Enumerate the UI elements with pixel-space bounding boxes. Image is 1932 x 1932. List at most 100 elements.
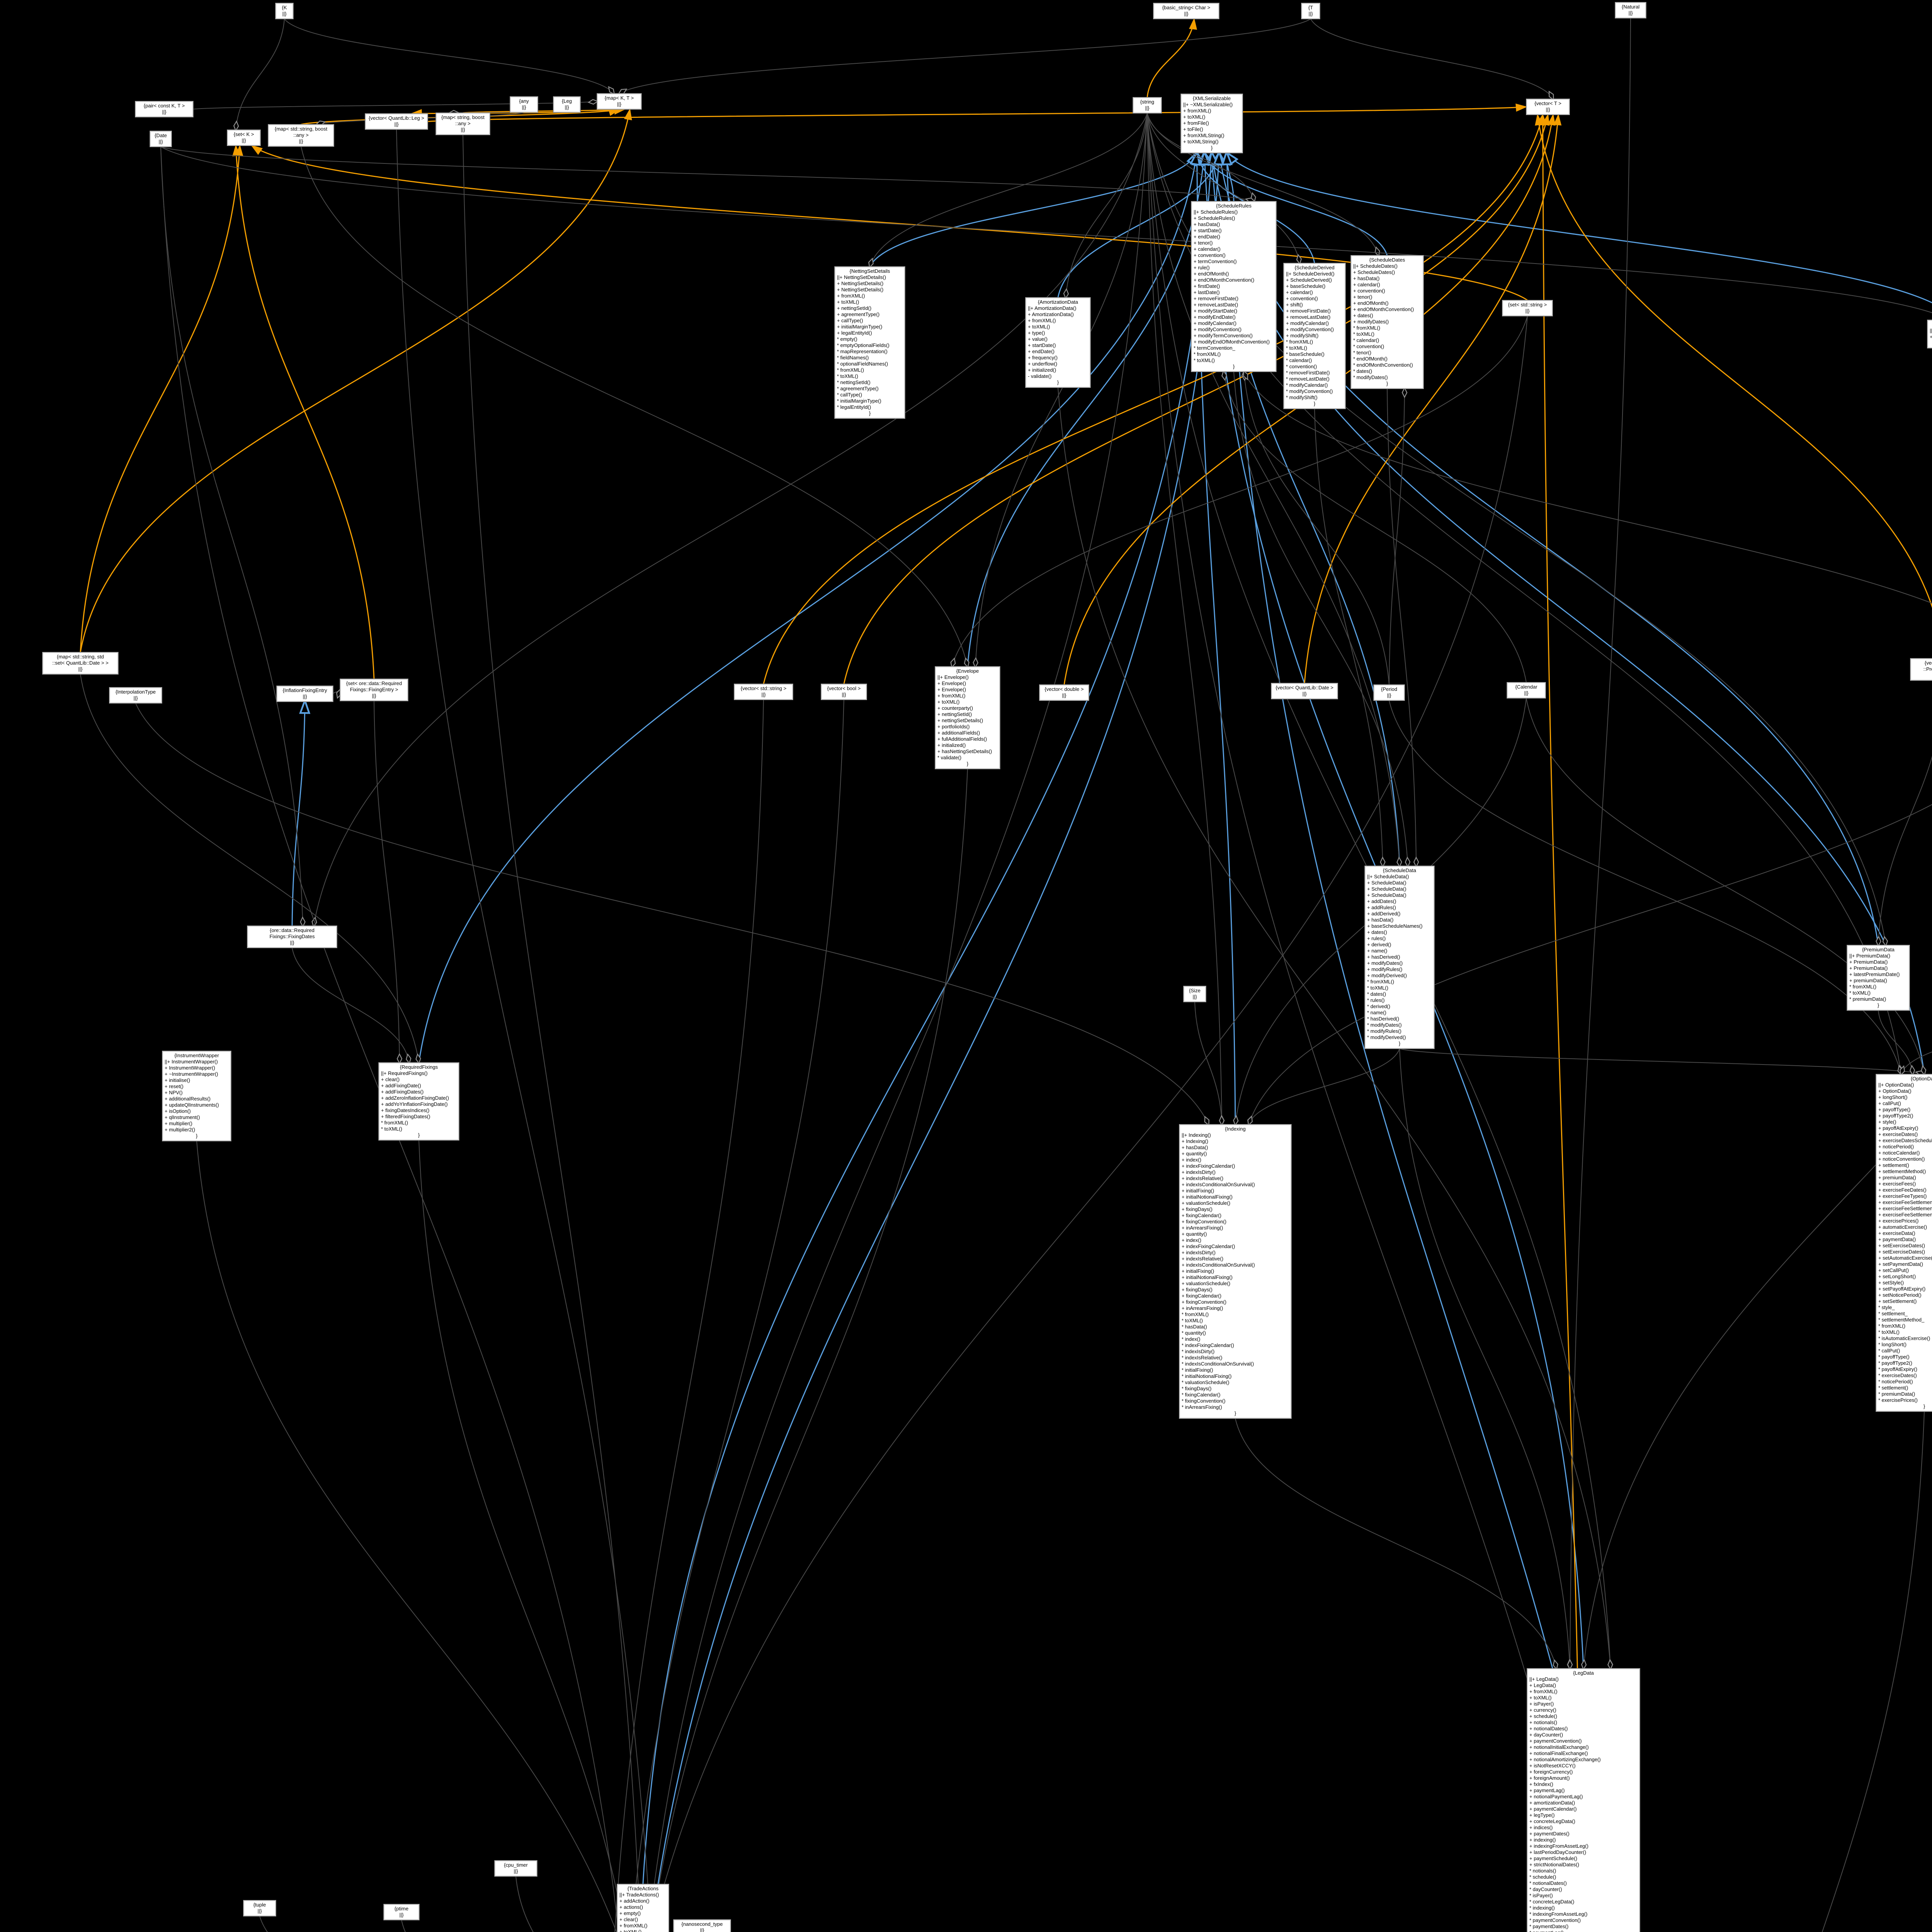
class-member: + notionals() xyxy=(1529,1719,1557,1725)
class-member: + currency() xyxy=(1529,1707,1556,1713)
class-node-mapKT[interactable]: {map< K, T >||} xyxy=(597,94,641,109)
class-node-mapStrAny[interactable]: {map< string, boost::any >||} xyxy=(436,113,490,135)
class-node-scheduleData[interactable]: {ScheduleData||+ ScheduleData()+ Schedul… xyxy=(1365,866,1434,1049)
class-member: + endDate() xyxy=(1028,349,1055,354)
class-node-premiumData[interactable]: {PremiumData||+ PremiumData()+ PremiumDa… xyxy=(1847,945,1910,1010)
class-node-basicString[interactable]: {basic_string< Char >||} xyxy=(1153,3,1219,19)
class-node-calendar[interactable]: {Calendar||} xyxy=(1507,682,1546,698)
class-node-vectorString[interactable]: {vector< std::string >||} xyxy=(734,684,793,700)
class-member: + baseScheduleNames() xyxy=(1367,923,1423,929)
class-member: + filteredFixingDates() xyxy=(381,1114,430,1119)
class-node-tradeActions[interactable]: {TradeActions||+ TradeActions()+ addActi… xyxy=(617,1884,669,1932)
class-node-period[interactable]: {Period||} xyxy=(1374,685,1405,701)
class-node-tupleBox[interactable]: {tuple||} xyxy=(243,1900,276,1916)
class-node-ptime[interactable]: {ptime||} xyxy=(384,1904,419,1920)
class-member: * paymentLag() xyxy=(1529,1930,1638,1932)
class-node-vectorT[interactable]: {vector< T >||} xyxy=(1526,99,1570,115)
class-node-any[interactable]: {any||} xyxy=(510,97,538,112)
class-node-nsd[interactable]: {NettingSetDetails||+ NettingSetDetails(… xyxy=(835,267,905,418)
class-node-xmlSer[interactable]: {XMLSerializable||+ ~XMLSerializable()+ … xyxy=(1181,94,1243,153)
class-member: + fixingConvention() xyxy=(1182,1219,1226,1225)
class-member: + hasData() xyxy=(1194,221,1220,227)
class-member: ||} xyxy=(1525,308,1530,314)
class-node-title: {basic_string< Char > xyxy=(1162,5,1211,10)
class-node-pairKT[interactable]: {pair< const K, T >||} xyxy=(135,101,193,117)
class-node-vectorBool[interactable]: {vector< bool >||} xyxy=(821,684,867,700)
edge-vecQlLeg-trade xyxy=(396,129,651,1932)
class-member: + noticePeriod() xyxy=(1878,1144,1914,1150)
class-member: ||+ AmortizationData() xyxy=(1028,305,1077,311)
class-node-legData[interactable]: {LegData||+ LegData()+ LegData()+ fromXM… xyxy=(1527,1668,1640,1932)
class-node-leg[interactable]: {Leg||} xyxy=(553,97,580,112)
class-node-envelope[interactable]: {Envelope||+ Envelope()+ Envelope()+ Env… xyxy=(935,667,1000,769)
class-node-vectorDouble[interactable]: {vector< double >||} xyxy=(1039,685,1089,701)
class-node-amort[interactable]: {AmortizationData||+ AmortizationData()+… xyxy=(1026,298,1090,388)
class-node-title: {Leg xyxy=(561,98,572,104)
class-node-interpolationType[interactable]: {InterpolationType||} xyxy=(109,687,162,703)
class-member: ||+ TradeActions() xyxy=(619,1892,659,1898)
class-member: * fixingDays() xyxy=(1182,1386,1212,1391)
edge-mapStrAny-trade xyxy=(463,134,641,1932)
class-node-size[interactable]: {Size||} xyxy=(1184,986,1206,1002)
class-node-setK[interactable]: {set< K >||} xyxy=(227,130,260,146)
class-node-indexing[interactable]: {Indexing||+ Indexing()+ Indexing()+ has… xyxy=(1179,1124,1291,1418)
class-member: + rules() xyxy=(1367,935,1386,941)
class-node-string[interactable]: {string||} xyxy=(1133,97,1162,113)
class-member: + noticeConvention() xyxy=(1878,1156,1925,1162)
class-member: + ScheduleDerived() xyxy=(1286,277,1332,283)
class-node-optionData[interactable]: {OptionData||+ OptionData()+ OptionData(… xyxy=(1876,1074,1932,1412)
class-node-title: {set< K > xyxy=(233,131,254,137)
class-member: + dayCounter() xyxy=(1529,1732,1563,1738)
edge-vectorQlDate-vectorT xyxy=(1304,114,1562,684)
edge-t-mapKT xyxy=(619,19,1311,94)
class-node-vectorPremiumDatum[interactable]: {vector< ore::data::PremiumDatum >||} xyxy=(1910,658,1932,680)
class-node-requiredFixings[interactable]: {RequiredFixings||+ RequiredFixings()+ c… xyxy=(379,1063,459,1140)
class-node-mapStringSetDate[interactable]: {map< std::string, std::set< QuantLib::D… xyxy=(43,652,118,674)
class-member: ||} xyxy=(1546,107,1550,112)
class-node-vecQlLeg[interactable]: {vector< QuantLib::Leg >||} xyxy=(365,114,428,129)
class-member: ||+ ~XMLSerializable() xyxy=(1183,102,1233,107)
class-node-schedDates[interactable]: {ScheduleDates||+ ScheduleDates()+ Sched… xyxy=(1351,255,1423,389)
class-node-date[interactable]: {Date||} xyxy=(150,131,172,147)
class-member: + hasData() xyxy=(1182,1145,1208,1150)
class-node-k[interactable]: {K||} xyxy=(276,3,293,19)
class-node-title: {ScheduleDerived xyxy=(1294,265,1335,270)
class-member: + schedule() xyxy=(1529,1713,1557,1719)
class-member: * empty() xyxy=(837,336,857,342)
class-member: * hasData() xyxy=(1182,1324,1207,1330)
edge-vectorPremiumDatum-vectorT xyxy=(1535,114,1932,609)
class-member: ||} xyxy=(1192,994,1197,1000)
class-member: * fixingConvention() xyxy=(1182,1398,1226,1404)
edge-schedDerived-scheduleData xyxy=(1314,408,1383,866)
class-node-title: {vector< QuantLib::Date > xyxy=(1276,685,1333,690)
class-node-schedDerived[interactable]: {ScheduleDerived||+ ScheduleDerived()+ S… xyxy=(1284,263,1345,409)
class-node-inflationFixingEntry[interactable]: {InflationFixingEntry||} xyxy=(277,686,333,702)
class-member: * settlement_ xyxy=(1878,1311,1908,1316)
class-member: + isPayer() xyxy=(1529,1701,1554,1707)
class-member: ||+ Indexing() xyxy=(1182,1132,1211,1138)
class-member: + modifyDates() xyxy=(1353,319,1389,325)
class-member: ||} xyxy=(372,693,376,699)
class-member: + toXML() xyxy=(1028,324,1050,330)
class-node-nanosecond[interactable]: {nanosecond_type||} xyxy=(673,1920,731,1932)
class-node-instrumentWrapper[interactable]: {InstrumentWrapper||+ InstrumentWrapper(… xyxy=(162,1051,231,1141)
class-member: + indices() xyxy=(1529,1825,1553,1830)
class-node-vectorQlDate[interactable]: {vector< QuantLib::Date >||} xyxy=(1271,683,1338,699)
class-member: * paymentDates() xyxy=(1529,1923,1569,1929)
class-node-premiumDatum[interactable]: {PremiumDatum||+ PremiumDatum()+ Premium… xyxy=(1927,320,1932,348)
class-member: + qlInstrument() xyxy=(165,1114,200,1120)
class-node-schedRules[interactable]: {ScheduleRules||+ ScheduleRules()+ Sched… xyxy=(1191,201,1276,372)
class-member: + addYoYInflationFixingDate() xyxy=(381,1101,448,1107)
class-node-cpuTimer[interactable]: {cpu_timer||} xyxy=(495,1861,537,1876)
class-node-t[interactable]: {T||} xyxy=(1301,3,1320,19)
class-node-mapStdAny[interactable]: {map< std::string, boost::any >||} xyxy=(268,124,334,146)
class-member: ||} xyxy=(1628,10,1633,16)
class-node-setStdString[interactable]: {set< std::string >||} xyxy=(1502,300,1553,316)
class-member: + addRules() xyxy=(1367,905,1396,910)
class-member: + fixingDatesIndices() xyxy=(381,1107,430,1113)
class-member: * modifyCalendar() xyxy=(1286,382,1328,388)
class-node-natural[interactable]: {Natural||} xyxy=(1615,2,1646,18)
class-member: + additionalFields() xyxy=(937,730,980,736)
